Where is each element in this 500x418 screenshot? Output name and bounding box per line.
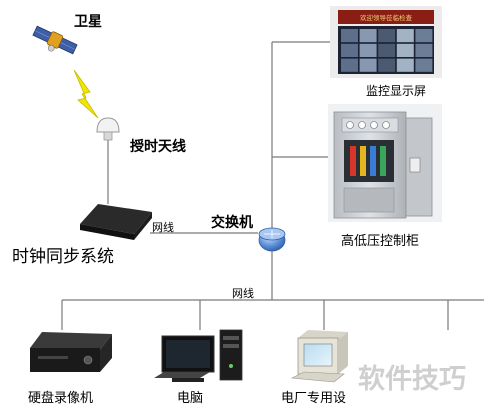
monitor-tile: [378, 58, 396, 72]
monitor-tile: [396, 29, 414, 43]
monitor-banner-text: 欢迎领导莅临检查: [360, 13, 413, 22]
network-cable-label-1: 网线: [152, 220, 174, 234]
monitor-tile: [396, 43, 414, 57]
monitor-tile: [359, 43, 377, 57]
connection-lines: [61, 41, 484, 330]
monitor-tile: [359, 29, 377, 43]
antenna-icon: [96, 117, 120, 141]
monitor-tile: [341, 58, 358, 72]
satellite-icon: [32, 25, 78, 55]
plant-equipment-icon: [290, 330, 348, 383]
antenna-label: 授时天线: [130, 138, 186, 155]
computer-label: 电脑: [177, 391, 203, 406]
network-switch-icon: [258, 227, 286, 252]
switch-label: 交换机: [211, 214, 253, 231]
monitor-tile: [341, 43, 358, 57]
network-cable-label-2: 网线: [232, 286, 254, 300]
monitor-display-label: 监控显示屏: [366, 84, 426, 98]
satellite-label: 卫星: [74, 14, 102, 30]
computer-icon: [154, 329, 243, 382]
hdd-recorder-icon: [30, 332, 112, 372]
hdd-recorder-label: 硬盘录像机: [28, 390, 93, 406]
monitor-wall-icon: 欢迎领导莅临检查: [330, 6, 442, 78]
control-cabinet-label: 高低压控制柜: [341, 233, 419, 249]
monitor-tile: [415, 29, 433, 43]
monitor-tile: [359, 58, 377, 72]
plant-equipment-label: 电厂专用设: [281, 391, 346, 406]
clock-sync-device-icon: [80, 204, 152, 240]
monitor-wall-screens: [341, 29, 433, 72]
watermark-text: 软件技巧: [358, 364, 466, 395]
monitor-tile: [341, 29, 358, 43]
signal-bolt-icon: [73, 69, 99, 119]
monitor-tile: [415, 58, 433, 72]
monitor-tile: [396, 58, 414, 72]
control-cabinet-icon: [328, 104, 442, 222]
monitor-tile: [378, 43, 396, 57]
monitor-tile: [415, 43, 433, 57]
monitor-tile: [378, 29, 396, 43]
clock-sync-system-label: 时钟同步系统: [12, 247, 114, 267]
